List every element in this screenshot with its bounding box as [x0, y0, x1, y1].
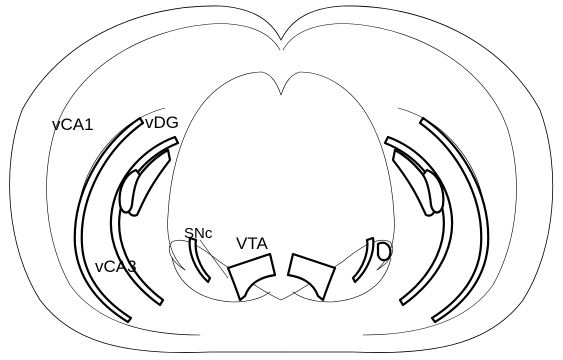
- label-snc: SNc: [184, 225, 213, 242]
- right-vca1-band: [420, 118, 488, 322]
- label-vca1: vCA1: [52, 115, 94, 134]
- midline-notch: [262, 72, 300, 95]
- label-vca3: vCA3: [95, 257, 137, 276]
- label-vdg: vDG: [145, 113, 179, 132]
- left-snc: [190, 238, 210, 282]
- left-vca1-band: [75, 118, 143, 322]
- label-vta: VTA: [236, 234, 268, 253]
- right-snc: [353, 238, 373, 282]
- right-snc-knob: [378, 243, 390, 261]
